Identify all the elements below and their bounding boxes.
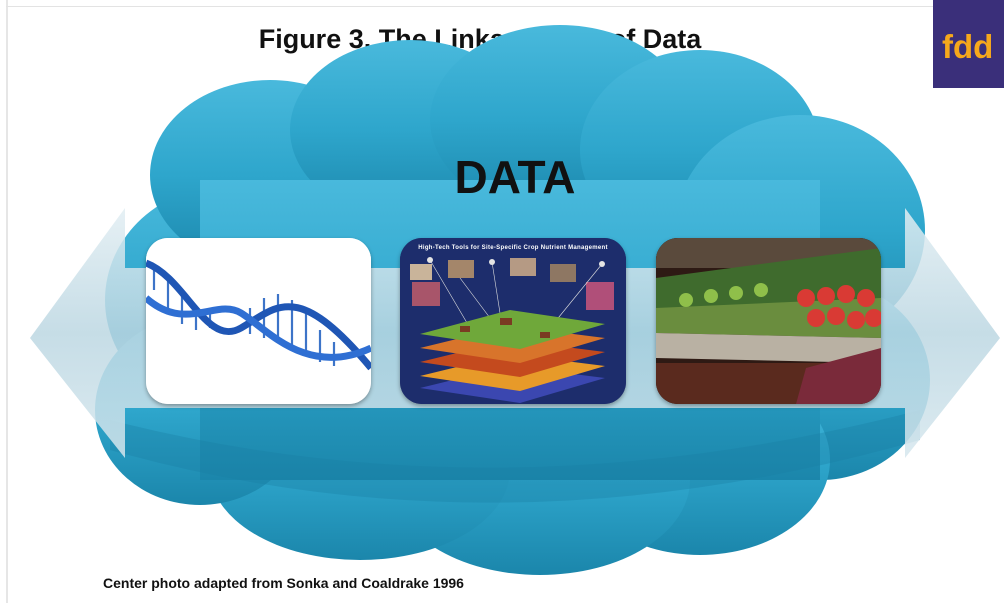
poster-heading: High-Tech Tools for Site-Specific Crop N… [418, 245, 608, 251]
page-frame-left [6, 0, 8, 603]
dna-image [146, 238, 371, 404]
supermarket-produce-icon [656, 238, 881, 404]
fdd-logo: fdd [933, 0, 1004, 88]
data-label: DATA [454, 151, 576, 203]
cloud-shadow-band [110, 410, 920, 503]
crop-management-image: High-Tech Tools for Site-Specific Crop N… [400, 238, 626, 404]
grocery-produce-image [656, 238, 881, 404]
dna-helix-icon [146, 238, 371, 404]
figure-caption: Center photo adapted from Sonka and Coal… [103, 575, 464, 591]
satellite-layered-field-icon [400, 238, 626, 404]
page-frame-top [6, 6, 1004, 7]
